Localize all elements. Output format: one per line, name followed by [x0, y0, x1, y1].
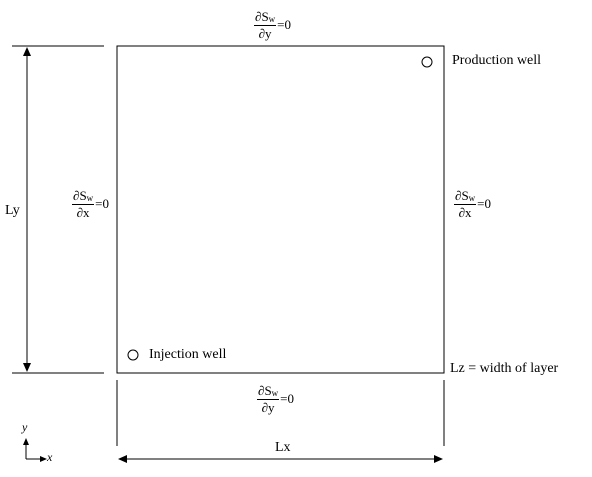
lx-label: Lx	[275, 440, 291, 455]
production-well-label: Production well	[452, 53, 542, 68]
ly-label: Ly	[5, 203, 20, 218]
injection-well-label: Injection well	[149, 347, 227, 362]
boundary-condition-right: ∂Sw ∂x =0	[454, 188, 492, 220]
lz-note: Lz = width of layer	[450, 361, 559, 376]
boundary-condition-bottom: ∂Sw ∂y =0	[257, 383, 295, 415]
production-well-marker	[421, 56, 433, 68]
reservoir-boundary	[116, 45, 445, 374]
boundary-condition-left: ∂Sw ∂x =0	[72, 188, 110, 220]
axis-x-label: x	[47, 450, 53, 464]
boundary-condition-top: ∂Sw ∂y =0	[254, 9, 292, 41]
injection-well-marker	[127, 349, 139, 361]
axis-y-label: y	[22, 420, 28, 434]
